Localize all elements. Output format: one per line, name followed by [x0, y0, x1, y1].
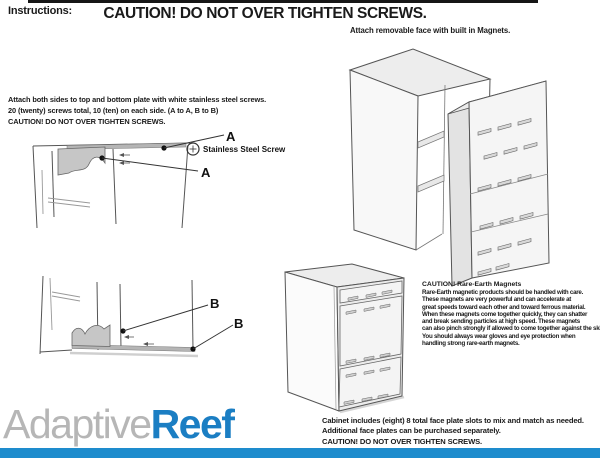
adaptive-reef-logo: AdaptiveReef	[3, 401, 235, 447]
shelf	[417, 130, 445, 149]
instructions-label: Instructions:	[8, 5, 73, 17]
ground-shadow	[339, 395, 405, 414]
leader-line-a2	[101, 157, 199, 172]
logo-text-reef: Reef	[150, 401, 235, 447]
top-border-line	[28, 0, 538, 3]
panel-outline	[32, 142, 191, 229]
rare-earth-warning-heading: CAUTION! Rare-Earth Magnets	[422, 281, 522, 288]
rare-earth-warning-line: can also pinch strongly if allowed to co…	[422, 325, 600, 333]
leader-line-b2	[192, 324, 234, 350]
rare-earth-warning-line: You should always wear gloves and eye pr…	[422, 332, 576, 340]
magnet-slots	[477, 118, 538, 276]
diagram-bottom-corner-b: B B	[39, 275, 243, 358]
label-b1: B	[210, 296, 219, 311]
rare-earth-warning-line: and break sending particles at high spee…	[422, 318, 580, 326]
rare-earth-warning-line: great speeds toward each other and towar…	[422, 303, 586, 311]
assembly-instructions-line: 20 (twenty) screws total, 10 (ten) on ea…	[8, 105, 219, 115]
panel-outline	[39, 275, 194, 355]
magnet-slots	[343, 289, 393, 405]
diagram-cabinet-exploded	[348, 48, 550, 287]
shelf-detail-lines	[41, 169, 91, 215]
footer-accent-bar	[0, 448, 600, 458]
diagram-top-corner-a: A A Stainless Steel Screw	[32, 129, 286, 229]
rare-earth-magnet-warning: CAUTION! Rare-Earth Magnets Rare-Earth m…	[422, 281, 600, 348]
screw-legend-label: Stainless Steel Screw	[203, 145, 286, 154]
corner-bracket	[57, 146, 106, 176]
ground-shadow	[69, 351, 199, 358]
assembly-instructions-caution: CAUTION! DO NOT OVER TIGHTEN SCREWS.	[8, 116, 166, 126]
rare-earth-warning-line: These magnets are very powerful and can …	[422, 296, 572, 304]
page-title: CAUTION! DO NOT OVER TIGHTEN SCREWS.	[103, 5, 427, 22]
label-b2: B	[234, 316, 243, 331]
label-a1: A	[226, 129, 236, 144]
shelf-detail-lines	[49, 277, 81, 331]
rare-earth-warning-line: When these magnets come together quickly…	[422, 310, 588, 318]
corner-bracket	[71, 324, 111, 347]
face-plate-note-line: Cabinet includes (eight) 8 total face pl…	[322, 416, 584, 425]
cabinet-frame	[348, 48, 492, 251]
assembly-instructions: Attach both sides to top and bottom plat…	[8, 95, 266, 127]
screw-icon	[186, 142, 200, 156]
assembly-instructions-line: Attach both sides to top and bottom plat…	[8, 95, 267, 104]
removable-face-panel	[447, 80, 550, 287]
magnet-face-caption: Attach removable face with built in Magn…	[350, 26, 511, 35]
rare-earth-warning-line: handling strong rare-earth magnets.	[422, 340, 520, 348]
rare-earth-warning-line: Rare-Earth magnetic products should be h…	[422, 289, 584, 296]
face-plate-middle	[339, 295, 403, 367]
label-a2: A	[201, 165, 211, 180]
screw-direction-arrows	[124, 335, 154, 346]
face-plate-notes: Cabinet includes (eight) 8 total face pl…	[322, 416, 584, 447]
shelf	[417, 174, 445, 193]
face-plate-note-line: Additional face plates can be purchased …	[322, 426, 501, 436]
leader-line-a1	[163, 134, 225, 149]
face-plate-note-caution: CAUTION! DO NOT OVER TIGHTEN SCREWS.	[322, 436, 482, 446]
leader-line-b1	[122, 304, 209, 332]
screw-direction-arrows	[119, 153, 130, 165]
diagram-cabinet-assembled	[284, 263, 405, 414]
logo-text-adaptive: Adaptive	[3, 401, 152, 447]
